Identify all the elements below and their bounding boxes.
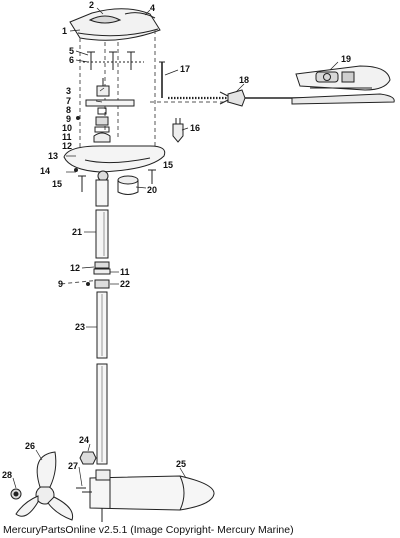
- propeller-part: [15, 451, 74, 521]
- exploded-parts-diagram: 1 2 3 4 5 6 7 8 9 10 11 12 13 14 15 15 1…: [2, 0, 395, 522]
- callout-26: 26: [25, 441, 35, 451]
- nut-part: [79, 451, 97, 465]
- shaft-sleeve-part: [117, 175, 139, 195]
- callout-1: 1: [62, 26, 67, 36]
- callout-23: 23: [75, 322, 85, 332]
- callout-28: 28: [2, 470, 12, 480]
- long-rod-part: [159, 61, 165, 98]
- callout-24: 24: [79, 435, 89, 445]
- callout-12-lower: 12: [70, 263, 80, 273]
- collar-stack-part: [76, 116, 111, 143]
- callout-7: 7: [66, 96, 71, 106]
- prop-nut-part: [10, 488, 22, 500]
- callout-2: 2: [89, 0, 94, 10]
- callout-3: 3: [66, 86, 71, 96]
- callout-20: 20: [147, 185, 157, 195]
- callout-5: 5: [69, 46, 74, 56]
- callout-6: 6: [69, 55, 74, 65]
- callout-11-upper: 11: [62, 132, 72, 142]
- callout-15-left: 15: [52, 179, 62, 189]
- lower-collar-stack: [86, 261, 111, 289]
- callout-10: 10: [62, 123, 72, 133]
- callout-16: 16: [190, 123, 200, 133]
- connector-part: [172, 118, 184, 143]
- copyright-caption: MercuryPartsOnline v2.5.1 (Image Copyrig…: [3, 524, 294, 536]
- callout-22: 22: [120, 279, 130, 289]
- callout-25: 25: [176, 459, 186, 469]
- top-cover-part: [69, 8, 161, 41]
- head-housing-part: [63, 145, 166, 182]
- foot-pedal-part: [291, 65, 395, 105]
- callout-12-upper: 12: [62, 141, 72, 151]
- callout-leaders: [12, 7, 339, 489]
- callout-labels: 1 2 3 4 5 6 7 8 9 10 11 12 13 14 15 15 1…: [2, 0, 351, 480]
- switch-bracket-part: [85, 78, 135, 115]
- cover-screws: [83, 51, 144, 70]
- callout-8: 8: [66, 105, 71, 115]
- motor-housing-part: [89, 469, 215, 522]
- callout-14: 14: [40, 166, 50, 176]
- callout-17: 17: [180, 64, 190, 74]
- callout-19: 19: [341, 54, 351, 64]
- callout-9-upper: 9: [66, 114, 71, 124]
- callout-13: 13: [48, 151, 58, 161]
- cable-grommet-part: [168, 89, 310, 107]
- callout-15-right: 15: [163, 160, 173, 170]
- callout-21: 21: [72, 227, 82, 237]
- callout-27: 27: [68, 461, 78, 471]
- lower-shaft-part: [96, 291, 108, 465]
- upper-shaft-part: [95, 179, 109, 259]
- callout-18: 18: [239, 75, 249, 85]
- callout-11-lower: 11: [120, 267, 130, 277]
- drive-pin-part: [76, 487, 92, 493]
- callout-4: 4: [150, 3, 155, 13]
- callout-9-lower: 9: [58, 279, 63, 289]
- small-screws: [74, 168, 156, 192]
